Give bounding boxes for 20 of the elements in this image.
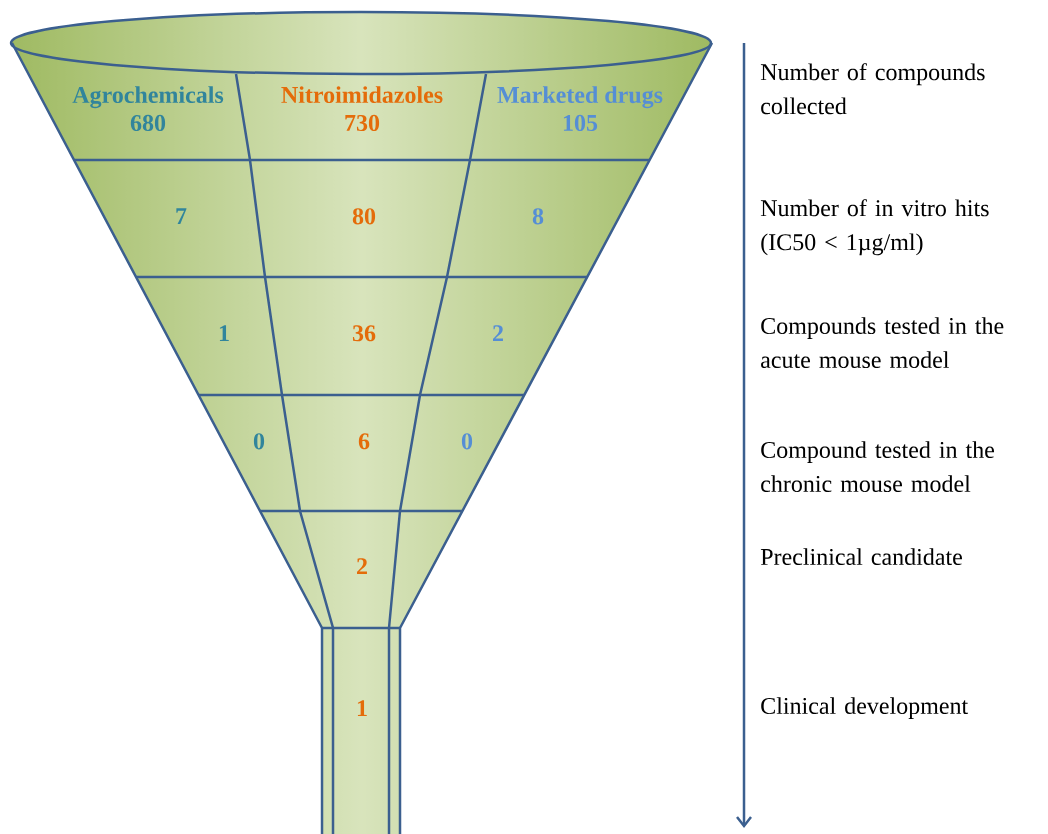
count-number: 2 [493, 325, 503, 342]
column-heading: Nitroimidazoles 730 [281, 86, 443, 132]
count-number: 0 [461, 433, 473, 450]
column-heading: Marketed drugs 105 [497, 86, 663, 132]
count-number: 2 [357, 558, 367, 575]
stage-label: Number of in vitro hits (IC50 < 1µg/ml) [760, 199, 989, 256]
stage-label: Compounds tested in the acute mouse model [761, 317, 1004, 369]
stage-label: Preclinical candidate [760, 548, 962, 566]
count-number: 1 [357, 700, 367, 717]
stage-label: Clinical development [761, 697, 969, 719]
count-number: 0 [253, 433, 265, 450]
count-number: 1 [219, 325, 229, 342]
count-number: 8 [532, 208, 544, 225]
count-number: 7 [176, 208, 187, 224]
count-number: 36 [352, 325, 376, 342]
count-number: 80 [352, 208, 376, 225]
column-heading: Agrochemicals 680 [72, 86, 224, 132]
stage-label: Compound tested in the chronic mouse model [761, 441, 994, 493]
stage-label: Number of compounds collected [760, 63, 985, 115]
count-number: 6 [358, 433, 370, 450]
